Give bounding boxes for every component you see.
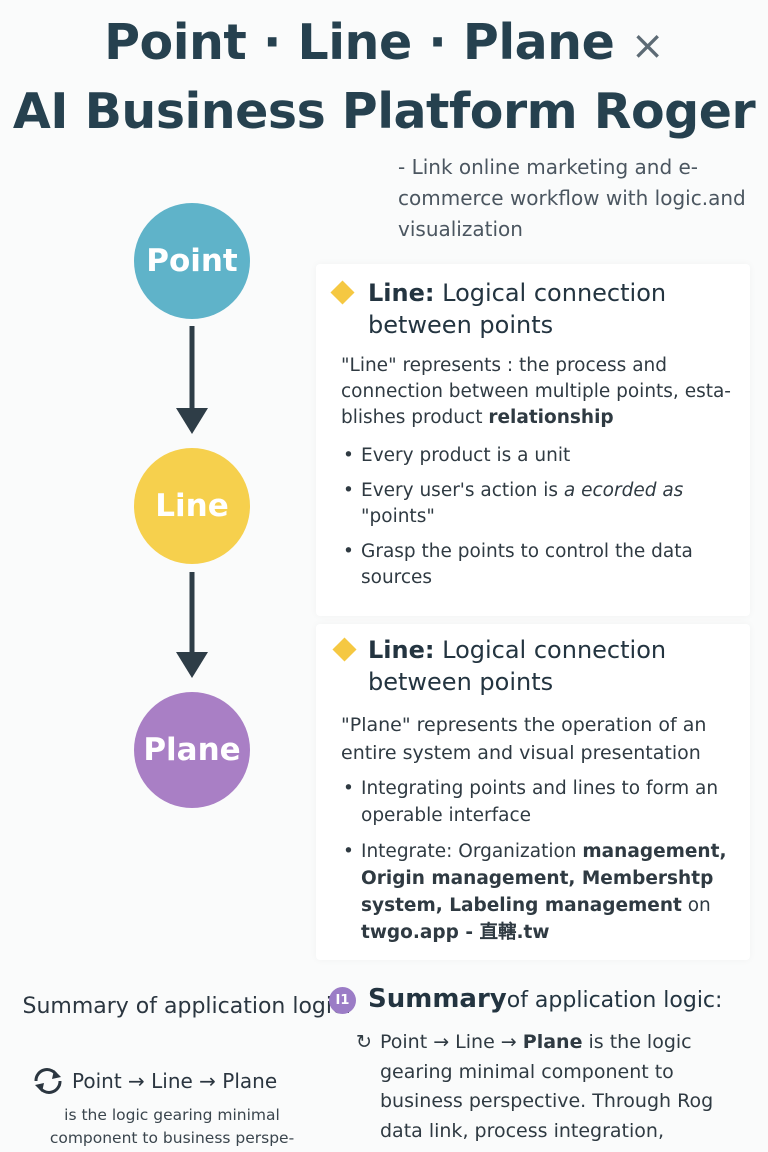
summary-right-title-rest: of application logic: [506,988,723,1013]
summary-badge-icon: I1 [329,987,356,1014]
summary-right-rest: is the logic [582,1031,692,1053]
summary-left-flow: Point → Line → Plane [30,1066,330,1096]
node-line-label: Line [155,488,229,524]
bullet-text: Every user's action is [361,480,564,501]
section-1-heading-rest: Logical connection between points [368,279,667,339]
summary-right-body: ↻ Point → Line → Plane is the logic gear… [356,1028,761,1146]
bullet-text: Grasp the points to control the data sou… [361,541,693,588]
summary-right-title: Summaryof application logic: [368,982,722,1018]
cross-icon: × [630,23,665,69]
bullet-text: Integrate: Organization [361,841,583,862]
list-item: Integrate: Organization management, Orig… [341,838,736,946]
arrow-point-to-line [176,326,208,434]
title-text-1: Point · Line · Plane [104,14,615,71]
bullet-bold-2: twgo.app - 直轄.tw [361,922,550,943]
section-2-paragraph: "Plane" represents the operation of an e… [341,714,707,764]
summary-left-title: Summary of application logic: [22,994,352,1019]
section-1-bullets: Every product is a unit Every user's act… [341,443,721,600]
list-item: Grasp the points to control the data sou… [341,539,721,591]
section-1-heading-bold: Line: [368,279,435,307]
bullet-after: on [681,895,711,916]
bullet-italic: a ecorded as [563,480,684,501]
node-plane: Plane [134,692,250,808]
bullet-text: Every product is a unit [361,445,571,466]
section-1-heading: Line: Logical connection between points [368,277,698,341]
title-line-1: Point · Line · Plane × [0,10,768,79]
summary-right-line-1: ↻ Point → Line → Plane is the logic [356,1028,761,1058]
summary-right-prefix: Point → Line → [380,1031,523,1053]
summary-right-continuation: gearing minimal component to business pe… [380,1060,714,1142]
list-item: Every product is a unit [341,443,721,469]
bullet-after: "points" [361,506,435,527]
list-item: Every user's action is a ecorded as "poi… [341,478,721,530]
arrow-line-to-plane [176,572,208,678]
section-1-paragraph-text: "Line" represents : the process and conn… [341,355,731,428]
summary-left-body: is the logic gearing minimal component t… [49,1106,295,1147]
node-point: Point [134,203,250,319]
title-line-2: AI Business Platform Roger [12,83,756,140]
refresh-icon [34,1068,62,1094]
summary-left-flow-text: Point → Line → Plane [72,1069,278,1093]
section-2-heading: Line: Logical connection between points [368,634,698,698]
subtitle: - Link online marketing and e-commerce w… [398,155,746,241]
bullet-bold: management, Origin management, Membersht… [361,841,727,916]
bullet-text: Integrating points and lines to form an … [361,778,719,826]
node-line: Line [134,448,250,564]
section-1-paragraph: "Line" represents : the process and conn… [341,353,741,431]
refresh-small-icon: ↻ [356,1031,372,1053]
section-2-heading-rest: Logical connection between points [368,636,667,696]
list-item: Integrating points and lines to form an … [341,775,736,829]
section-2-heading-bold: Line: [368,636,435,664]
section-1-paragraph-bold: relationship [488,407,614,428]
page-title: Point · Line · Plane × AI Business Platf… [0,10,768,145]
summary-right-bold: Plane [522,1031,583,1053]
node-point-label: Point [146,243,238,279]
section-2-bullets: Integrating points and lines to form an … [341,775,736,955]
summary-right-title-bold: Summary [368,984,507,1014]
node-plane-label: Plane [143,732,241,768]
